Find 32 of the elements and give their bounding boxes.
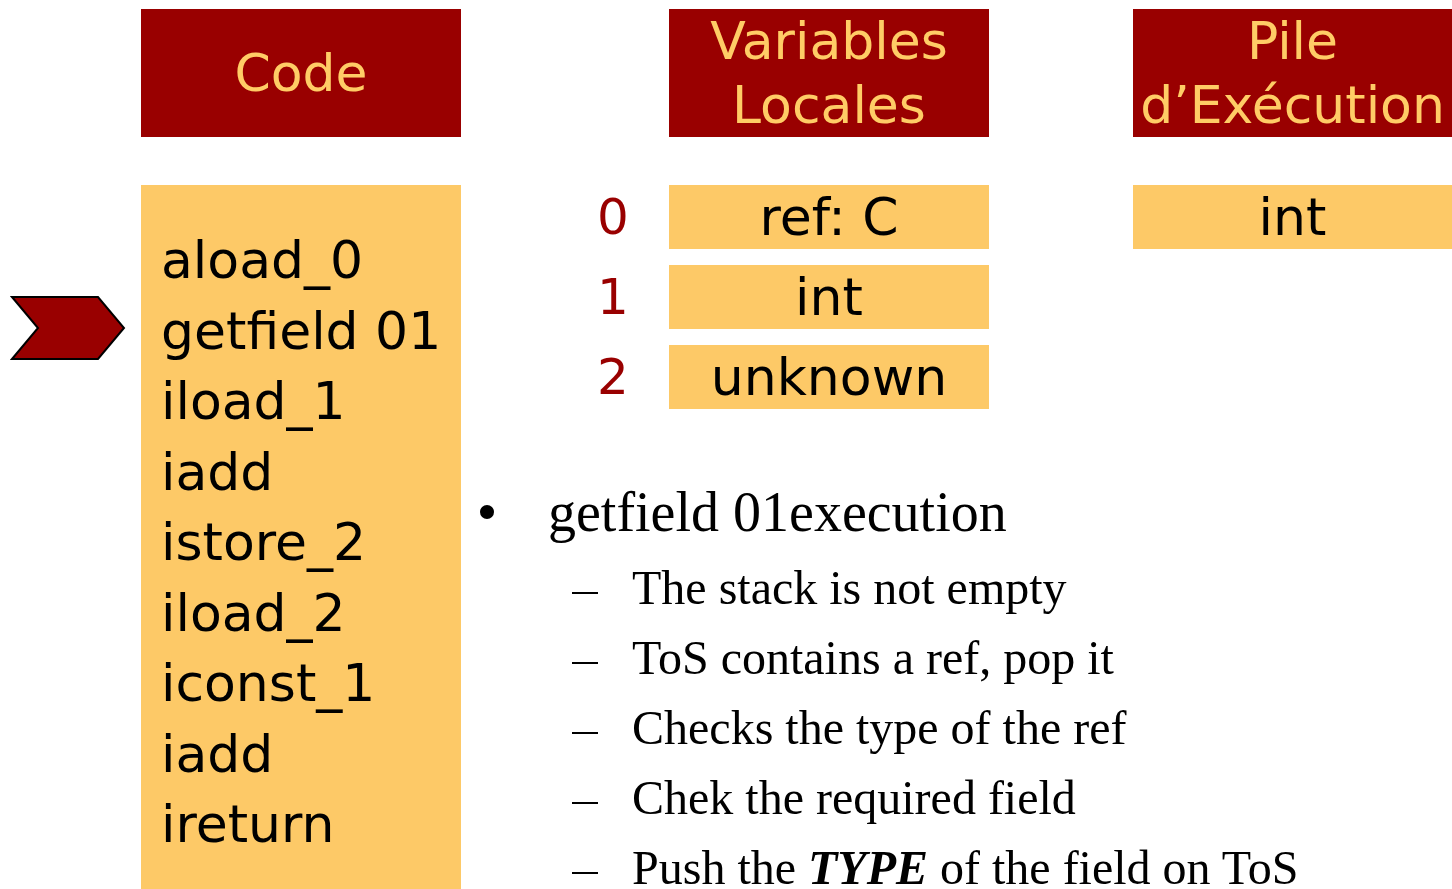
instruction-text: aload_0 <box>161 229 364 292</box>
instruction-text: iadd <box>161 722 274 786</box>
variable-slot <box>669 265 989 329</box>
slot-value: int <box>795 267 863 327</box>
bullet-text: The stack is not empty <box>632 560 1067 615</box>
bullet-text: getfield 01execution <box>548 480 1007 544</box>
stack-slot <box>1133 185 1452 249</box>
slot-value: int <box>1258 187 1327 247</box>
instruction-text: iconst_1 <box>161 652 376 715</box>
instruction-text: iadd <box>161 440 274 504</box>
instruction-text: istore_2 <box>161 511 367 574</box>
bullet-text: Chek the required field <box>632 770 1076 825</box>
slot-value: ref: C <box>759 187 899 247</box>
header-title: Variables Locales <box>709 10 949 137</box>
bullet-text: Push the TYPE of the field on ToS <box>632 840 1299 889</box>
slot-value: unknown <box>710 347 948 407</box>
header-title: Code <box>234 42 368 105</box>
code-panel <box>141 185 461 889</box>
header-title: Pile d’Exécution <box>1139 10 1446 137</box>
variable-slot <box>669 345 989 409</box>
slot-index: 2 <box>596 348 630 406</box>
slot-index: 1 <box>596 268 630 326</box>
header-box <box>141 9 461 137</box>
slot-index: 0 <box>596 188 630 246</box>
bullet-text: Checks the type of the ref <box>632 700 1127 755</box>
instruction-text: iload_2 <box>161 581 346 645</box>
instruction-text: getfield 01 <box>161 299 442 363</box>
instruction-text: ireturn <box>161 793 335 856</box>
instruction-text: iload_1 <box>161 370 346 433</box>
bullet-text: ToS contains a ref, pop it <box>632 630 1114 685</box>
variable-slot <box>669 185 989 249</box>
header-box <box>669 9 989 137</box>
